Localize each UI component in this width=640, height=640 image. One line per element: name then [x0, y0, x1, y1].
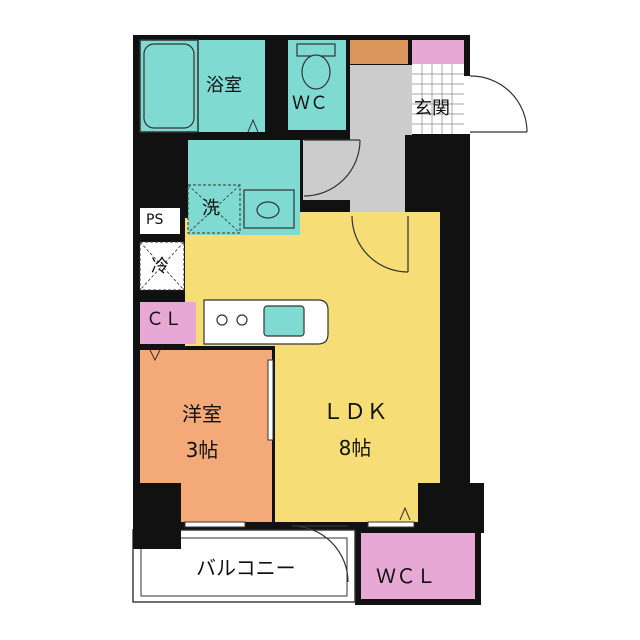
wash-door: [303, 139, 361, 197]
entrance-label: 玄関: [414, 98, 450, 119]
western-room-floor: [140, 350, 272, 486]
toilet-bowl: [301, 54, 331, 90]
entrance-door: [464, 75, 528, 134]
hall-floor: [303, 65, 412, 212]
balcony-label: バルコニー: [196, 556, 296, 580]
washbasin: [243, 189, 295, 229]
wcl-label: ＷＣＬ: [376, 564, 436, 588]
stove: [216, 314, 248, 326]
fridge-label: 冷: [151, 256, 169, 277]
ps-label: PS: [146, 212, 164, 228]
ldk-label: ＬＤＫ: [321, 400, 388, 425]
bathtub: [139, 39, 199, 133]
western-room-label: 洋室: [182, 402, 222, 426]
wall-block-right: [418, 483, 484, 533]
ldk-size: 8帖: [338, 436, 372, 460]
balcony: [132, 483, 356, 603]
ldk-door: [351, 215, 409, 273]
closet-label: ＣＬ: [146, 309, 182, 330]
western-room-floor-lower: [180, 486, 272, 522]
ldk-floor: [185, 212, 440, 522]
washroom-label: 洗: [202, 198, 220, 219]
ps-box: [140, 208, 180, 234]
sliding-doors: [184, 359, 415, 528]
kitchen-sink: [263, 305, 305, 337]
balcony-door: [291, 525, 349, 583]
entrance-pink: [412, 40, 464, 64]
closet-floor: [140, 302, 196, 344]
entrance-tiles: [412, 64, 464, 134]
door-markers: [149, 118, 411, 521]
shoe-box: [350, 40, 408, 64]
western-room-size: 3帖: [185, 438, 219, 462]
bathtub-inner: [143, 43, 195, 129]
wc-label: ＷＣ: [292, 93, 328, 114]
wcl-floor: [355, 527, 481, 605]
toilet-tank: [296, 43, 336, 57]
bathroom-label: 浴室: [206, 75, 242, 96]
